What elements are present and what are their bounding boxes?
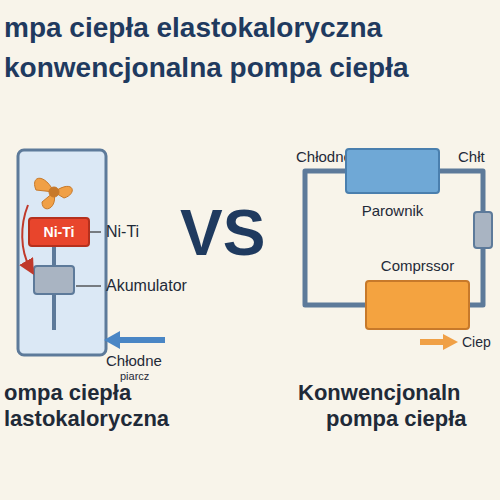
expansion-valve (474, 212, 492, 248)
flow-arrowhead (104, 331, 120, 349)
component-box: Comprssor (365, 280, 470, 330)
label: Chłodne (106, 352, 162, 369)
label: Konwencjonaln (298, 380, 461, 406)
label: Ciep (462, 334, 491, 350)
label: lastokaloryczna (4, 406, 169, 432)
title: mpa ciepła elastokaloryczna konwencjonal… (4, 8, 474, 88)
flow-arrowhead (443, 334, 458, 350)
node-text: Parownik (362, 202, 424, 219)
label: ompa ciepła (4, 380, 131, 406)
label: VS (180, 196, 265, 270)
label: Ni-Ti (106, 223, 139, 241)
component-box: Parownik (345, 148, 440, 194)
accumulator-block (34, 266, 74, 294)
label: pompa ciepła (326, 406, 467, 432)
device-housing (18, 150, 106, 355)
label: Chłt (458, 148, 485, 165)
node-text: Ni-Ti (30, 224, 88, 240)
label: Akumulator (106, 277, 187, 295)
rod (52, 294, 56, 330)
flow-arrow (118, 337, 165, 343)
node-text: Comprssor (381, 257, 454, 274)
rod (52, 245, 56, 268)
label: Chłodne (296, 148, 352, 165)
leader-line (76, 285, 101, 286)
component-box: Ni-Ti (28, 217, 90, 247)
fan-icon (35, 178, 73, 209)
flow-arrow (420, 339, 445, 345)
